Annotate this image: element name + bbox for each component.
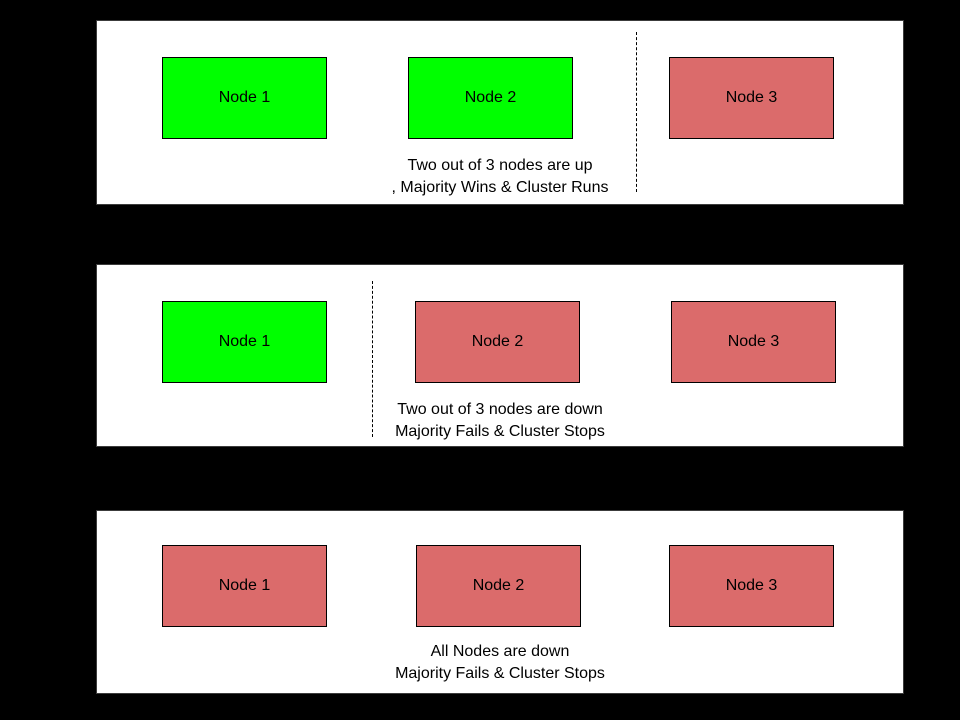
node-label: Node 1 xyxy=(218,89,271,106)
node-label: Node 3 xyxy=(725,89,778,106)
caption-line-1: Two out of 3 nodes are down xyxy=(397,401,603,418)
node-box: Node 1 xyxy=(162,57,327,139)
node-box: Node 2 xyxy=(415,301,580,383)
caption-line-2: Majority Fails & Cluster Stops xyxy=(395,423,605,440)
node-label: Node 2 xyxy=(472,577,525,594)
caption-line-1: All Nodes are down xyxy=(430,643,570,660)
panel-all-nodes-down: Node 1 Node 2 Node 3 All Nodes are down … xyxy=(96,510,904,694)
node-box: Node 1 xyxy=(162,545,327,627)
partition-divider-line xyxy=(372,281,373,437)
node-label: Node 3 xyxy=(727,333,780,350)
node-label: Node 1 xyxy=(218,577,271,594)
node-label: Node 2 xyxy=(471,333,524,350)
node-label: Node 3 xyxy=(725,577,778,594)
node-box: Node 1 xyxy=(162,301,327,383)
node-box: Node 3 xyxy=(671,301,836,383)
node-box: Node 3 xyxy=(669,545,834,627)
caption-line-2: , Majority Wins & Cluster Runs xyxy=(391,179,609,196)
node-box: Node 2 xyxy=(416,545,581,627)
caption-line-2: Majority Fails & Cluster Stops xyxy=(395,665,605,682)
node-label: Node 1 xyxy=(218,333,271,350)
partition-divider-line xyxy=(636,32,637,192)
panel-two-nodes-up: Node 1 Node 2 Node 3 Two out of 3 nodes … xyxy=(96,20,904,205)
panel-caption: Two out of 3 nodes are up , Majority Win… xyxy=(97,155,903,199)
panel-caption: Two out of 3 nodes are down Majority Fai… xyxy=(97,399,903,443)
caption-line-1: Two out of 3 nodes are up xyxy=(407,157,593,174)
node-box: Node 2 xyxy=(408,57,573,139)
node-label: Node 2 xyxy=(464,89,517,106)
panel-two-nodes-down: Node 1 Node 2 Node 3 Two out of 3 nodes … xyxy=(96,264,904,447)
node-box: Node 3 xyxy=(669,57,834,139)
panel-caption: All Nodes are down Majority Fails & Clus… xyxy=(97,641,903,685)
